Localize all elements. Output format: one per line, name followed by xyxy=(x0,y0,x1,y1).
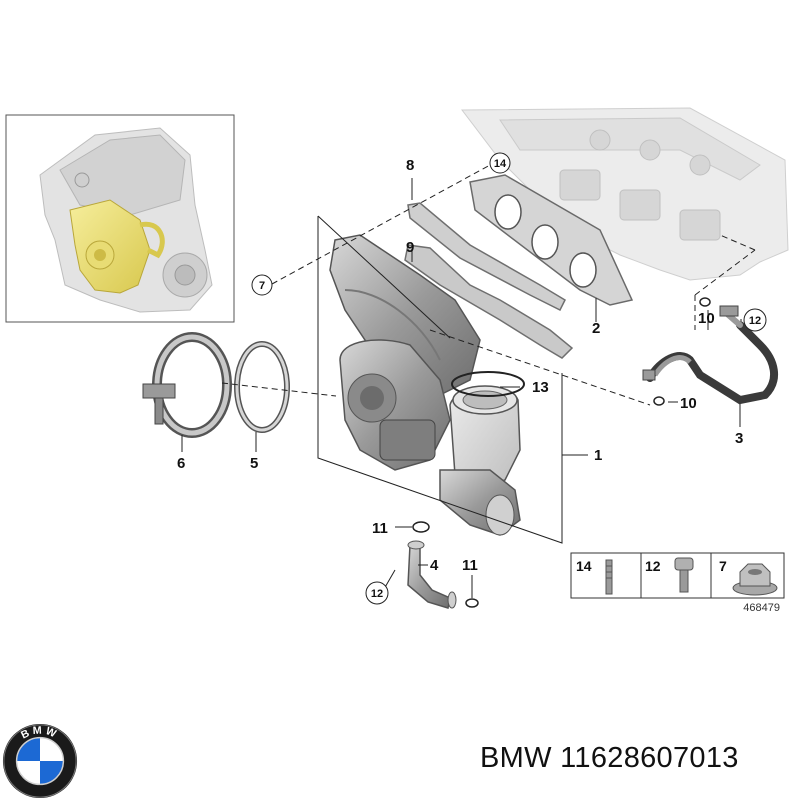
highlighted-turbocharger xyxy=(69,199,165,294)
flange-nut-icon xyxy=(732,563,778,596)
gasket-2 xyxy=(469,174,634,306)
bracket-strip-9 xyxy=(404,244,574,359)
legend-label-14: 14 xyxy=(576,558,592,574)
bmw-logo: BMW xyxy=(2,723,78,799)
svg-text:12: 12 xyxy=(371,588,383,600)
v-band-clamp-6 xyxy=(142,332,232,438)
turbocharger-assembly xyxy=(329,234,521,536)
callout-9: 9 xyxy=(406,239,414,256)
callout-11b: 11 xyxy=(462,557,478,574)
callout-4: 4 xyxy=(430,557,439,574)
callout-10a: 10 xyxy=(698,310,715,327)
seal-11-lower xyxy=(465,598,479,608)
callout-12a-circle: 12 xyxy=(743,308,767,332)
socket-screw-icon xyxy=(674,557,694,593)
legend-label-7: 7 xyxy=(719,558,727,574)
svg-text:12: 12 xyxy=(749,315,761,327)
legend-label-12: 12 xyxy=(645,558,661,574)
fastener-legend: 14 12 7 468479 xyxy=(570,552,785,614)
bolt-12-upper xyxy=(719,305,739,317)
circled-callouts: 14 7 12 12 xyxy=(251,152,767,605)
callout-12b-circle: 12 xyxy=(365,581,389,605)
svg-text:BMW: BMW xyxy=(19,724,60,741)
callout-13: 13 xyxy=(532,379,549,396)
o-ring-13 xyxy=(451,371,525,397)
callouts: 8 9 2 13 1 3 10 10 6 5 11 11 4 xyxy=(177,157,743,574)
callout-5: 5 xyxy=(250,455,258,472)
svg-text:14: 14 xyxy=(494,158,507,170)
cylinder-head xyxy=(460,107,789,281)
engine-overview-inset xyxy=(5,114,235,323)
callout-10b: 10 xyxy=(680,395,697,412)
dashed-guide-lines xyxy=(221,164,756,406)
callout-1: 1 xyxy=(594,447,602,464)
callout-11a: 11 xyxy=(372,520,388,537)
hose-4 xyxy=(407,540,457,609)
callout-6: 6 xyxy=(177,455,185,472)
callout-7-circle: 7 xyxy=(251,274,273,296)
callout-2: 2 xyxy=(592,320,600,337)
gasket-ring-5 xyxy=(234,341,290,433)
part-number-caption: BMW 11628607013 xyxy=(480,742,739,774)
stud-icon xyxy=(605,559,613,595)
seal-11-upper xyxy=(412,521,430,533)
diagram-reference-number: 468479 xyxy=(743,602,780,614)
callout-14-circle: 14 xyxy=(489,152,511,174)
callout-8: 8 xyxy=(406,157,414,174)
callout-3: 3 xyxy=(735,430,743,447)
heat-shield-strip-8 xyxy=(407,202,566,312)
seal-10-lower xyxy=(653,396,665,406)
seal-10-upper xyxy=(699,297,711,307)
assembly-bracket-1 xyxy=(317,216,563,544)
svg-text:7: 7 xyxy=(259,280,265,292)
